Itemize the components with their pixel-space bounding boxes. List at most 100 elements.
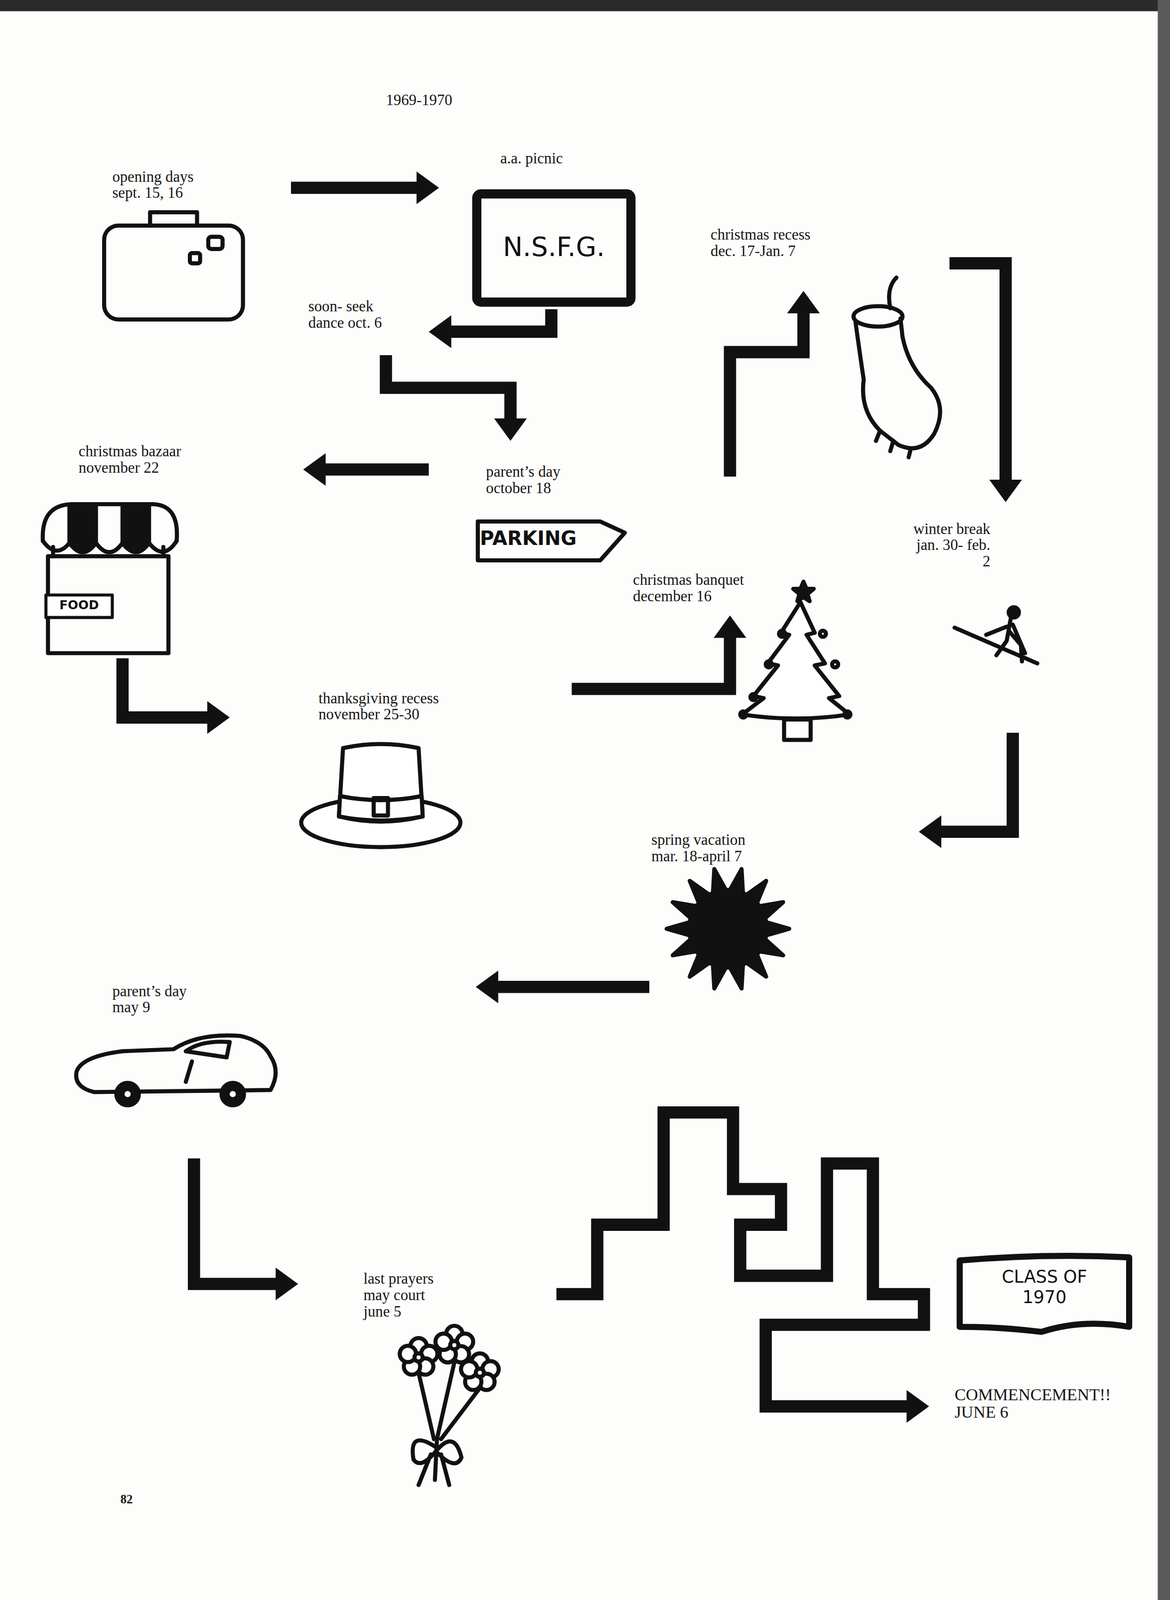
sun-ray bbox=[763, 921, 790, 937]
event-node: opening days sept. 15, 16 bbox=[102, 163, 292, 325]
arrow-head bbox=[429, 315, 452, 349]
arrow-shaft bbox=[291, 181, 419, 195]
event-label: winter break jan. 30- feb. 2 bbox=[910, 520, 991, 570]
arrow-shaft bbox=[385, 355, 511, 421]
skier-figure bbox=[986, 618, 1025, 662]
christmas-stocking bbox=[876, 431, 911, 458]
car-icon bbox=[221, 1083, 245, 1106]
arrow-head bbox=[207, 701, 230, 735]
event-label: opening days sept. 15, 16 bbox=[112, 168, 208, 202]
sign-text: FOOD bbox=[45, 597, 113, 614]
arrow-shaft bbox=[496, 981, 650, 994]
christmas-tree bbox=[784, 719, 811, 740]
flow-arrow bbox=[556, 1112, 930, 1424]
nsfg-sign bbox=[476, 193, 631, 302]
event-label: spring vacation mar. 18-april 7 bbox=[651, 832, 759, 866]
sun-ray bbox=[729, 962, 744, 990]
car-icon bbox=[124, 1091, 131, 1098]
event-label: christmas bazaar november 22 bbox=[78, 442, 194, 476]
flow-arrow bbox=[571, 615, 746, 690]
car-icon bbox=[116, 1083, 140, 1106]
arrow-head bbox=[303, 453, 326, 487]
event-node: CLASS OF 1970COMMENCEMENT!! JUNE 6 bbox=[928, 1250, 1139, 1430]
arrow-shaft bbox=[730, 311, 804, 477]
parking-sign bbox=[477, 521, 625, 561]
arrow-shaft bbox=[556, 1112, 925, 1407]
car-icon bbox=[185, 1041, 230, 1058]
arrow-shaft bbox=[323, 463, 429, 476]
suitcase-icon bbox=[189, 253, 200, 264]
class-banner bbox=[959, 1256, 1130, 1333]
event-node: parent’s day may 9 bbox=[69, 978, 476, 1160]
food-stall bbox=[42, 504, 177, 654]
flow-arrow bbox=[193, 1158, 298, 1301]
arrow-head bbox=[989, 479, 1023, 503]
christmas-tree bbox=[793, 582, 814, 602]
arrow-shaft bbox=[193, 1158, 278, 1285]
sun-ray bbox=[672, 938, 699, 956]
sun-ray bbox=[666, 921, 693, 937]
flower-bouquet bbox=[399, 1325, 499, 1486]
christmas-tree bbox=[765, 661, 772, 668]
flower-center bbox=[475, 1369, 484, 1378]
christmas-tree bbox=[819, 630, 826, 637]
flower-bouquet bbox=[412, 1440, 462, 1486]
flow-arrow bbox=[291, 171, 439, 205]
event-node: parent’s day october 18PARKING bbox=[429, 440, 631, 566]
sun-ray bbox=[689, 880, 712, 906]
banner-text: CLASS OF 1970 bbox=[983, 1267, 1106, 1309]
event-label: soon- seek dance oct. 6 bbox=[308, 297, 386, 331]
event-label: last prayers may court june 5 bbox=[363, 1271, 440, 1320]
christmas-tree bbox=[739, 582, 851, 741]
pilgrim-hat bbox=[300, 744, 461, 848]
event-node: christmas banquet december 16 bbox=[630, 476, 851, 616]
arrow-head bbox=[275, 1268, 298, 1302]
event-node: christmas bazaar november 22 FOOD bbox=[36, 438, 304, 659]
sun-ray bbox=[712, 962, 728, 990]
arrow-head bbox=[494, 418, 528, 441]
food-stall bbox=[42, 504, 177, 542]
sun-ray bbox=[712, 869, 728, 896]
suitcase-icon bbox=[208, 236, 223, 250]
arrow-head bbox=[416, 171, 439, 205]
event-node: last prayers may court june 5 bbox=[297, 1266, 557, 1496]
christmas-stocking bbox=[853, 306, 903, 327]
arrow-shaft bbox=[949, 263, 1006, 482]
christmas-tree bbox=[844, 711, 851, 718]
food-stall bbox=[45, 594, 113, 618]
parking-sign bbox=[477, 521, 625, 561]
flow-arrow bbox=[385, 355, 527, 441]
event-label: thanksgiving recess november 25-30 bbox=[318, 690, 457, 724]
arrow-shaft bbox=[449, 309, 552, 332]
arrow-shaft bbox=[122, 658, 210, 719]
flower-center bbox=[414, 1353, 423, 1362]
arrow-head bbox=[906, 1390, 929, 1424]
event-label: a.a. picnic bbox=[500, 149, 563, 167]
skier-figure bbox=[954, 607, 1038, 664]
christmas-tree bbox=[750, 694, 757, 701]
sun-ray bbox=[729, 869, 744, 896]
car-icon bbox=[76, 1035, 276, 1106]
christmas-tree bbox=[742, 602, 850, 720]
nsfg-sign bbox=[476, 193, 631, 302]
pilgrim-hat bbox=[373, 798, 389, 816]
arrow-head bbox=[918, 815, 942, 849]
christmas-stocking bbox=[853, 277, 941, 458]
flow-arrow bbox=[475, 970, 650, 1004]
page-number: 82 bbox=[120, 1491, 134, 1508]
scan-edge bbox=[1157, 0, 1170, 1600]
flow-arrow bbox=[730, 291, 820, 477]
scan-edge bbox=[0, 0, 1170, 12]
sun-icon bbox=[666, 869, 790, 990]
flow-arrow bbox=[303, 453, 430, 487]
food-stall bbox=[42, 541, 177, 553]
suitcase-icon bbox=[149, 212, 197, 226]
car-icon bbox=[185, 1061, 192, 1083]
event-label: christmas banquet december 16 bbox=[632, 571, 760, 605]
pilgrim-hat bbox=[338, 744, 423, 823]
event-label: christmas recess dec. 17-Jan. 7 bbox=[710, 226, 824, 260]
event-label: parent’s day october 18 bbox=[485, 463, 575, 497]
arrow-shaft bbox=[571, 635, 731, 690]
event-node: thanksgiving recess november 25-30 bbox=[229, 686, 572, 852]
